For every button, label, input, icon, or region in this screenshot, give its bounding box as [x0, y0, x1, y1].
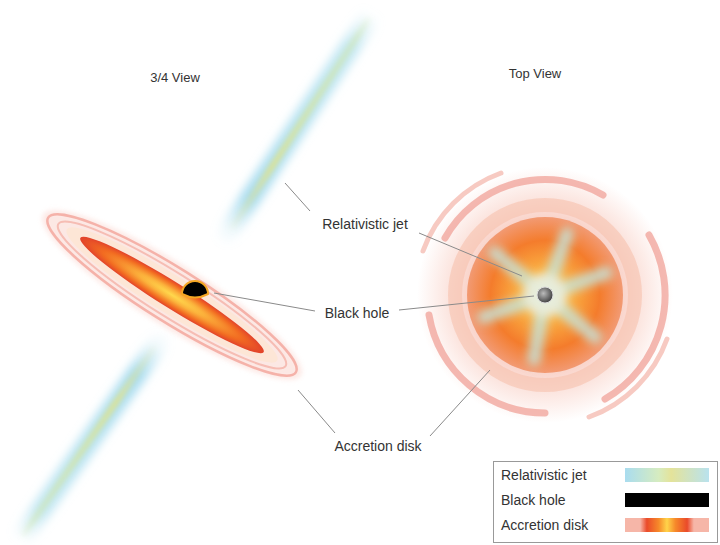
disk-body: [467, 217, 623, 373]
relativistic-jet-top: [484, 234, 606, 359]
callout-label: Relativistic jet: [322, 216, 408, 233]
legend-label: Black hole: [501, 492, 566, 509]
view-title: Top View: [509, 66, 562, 82]
disk-ring: [455, 205, 635, 385]
leader-line: [285, 183, 310, 211]
callout-label: Black hole: [325, 305, 390, 322]
legend-swatch: [625, 493, 709, 507]
view-title: 3/4 View: [150, 70, 200, 86]
disk-halo: [417, 167, 673, 423]
leader-line: [419, 233, 522, 276]
black-hole-top: [537, 287, 553, 303]
jet-core: [232, 20, 368, 228]
leader-line: [214, 293, 315, 311]
relativistic-jet: [20, 14, 372, 540]
jet-glow: [20, 344, 158, 540]
accretion-disk: [27, 188, 318, 402]
disk-halo: [27, 188, 318, 402]
legend-swatch: [625, 518, 709, 532]
disk-ring: [34, 195, 310, 396]
legend-swatch: [625, 468, 709, 482]
callout-label: Accretion disk: [334, 438, 421, 455]
legend-frame: [494, 462, 718, 543]
leader-line: [430, 370, 490, 436]
legend-label: Relativistic jet: [501, 467, 587, 484]
leader-line: [399, 296, 534, 310]
jet-center-glow: [523, 273, 567, 317]
disk-hot-core: [74, 227, 271, 364]
black-hole: [182, 281, 208, 298]
jet-core: [24, 348, 154, 534]
leader-lines: [214, 183, 534, 436]
disk-ring: [47, 205, 298, 384]
disk-body: [57, 213, 287, 377]
disk-swirl: [589, 339, 667, 417]
leader-line: [298, 390, 335, 433]
legend-label: Accretion disk: [501, 517, 588, 534]
accretion-disk-top: [417, 167, 673, 423]
jet-glow: [228, 14, 372, 232]
